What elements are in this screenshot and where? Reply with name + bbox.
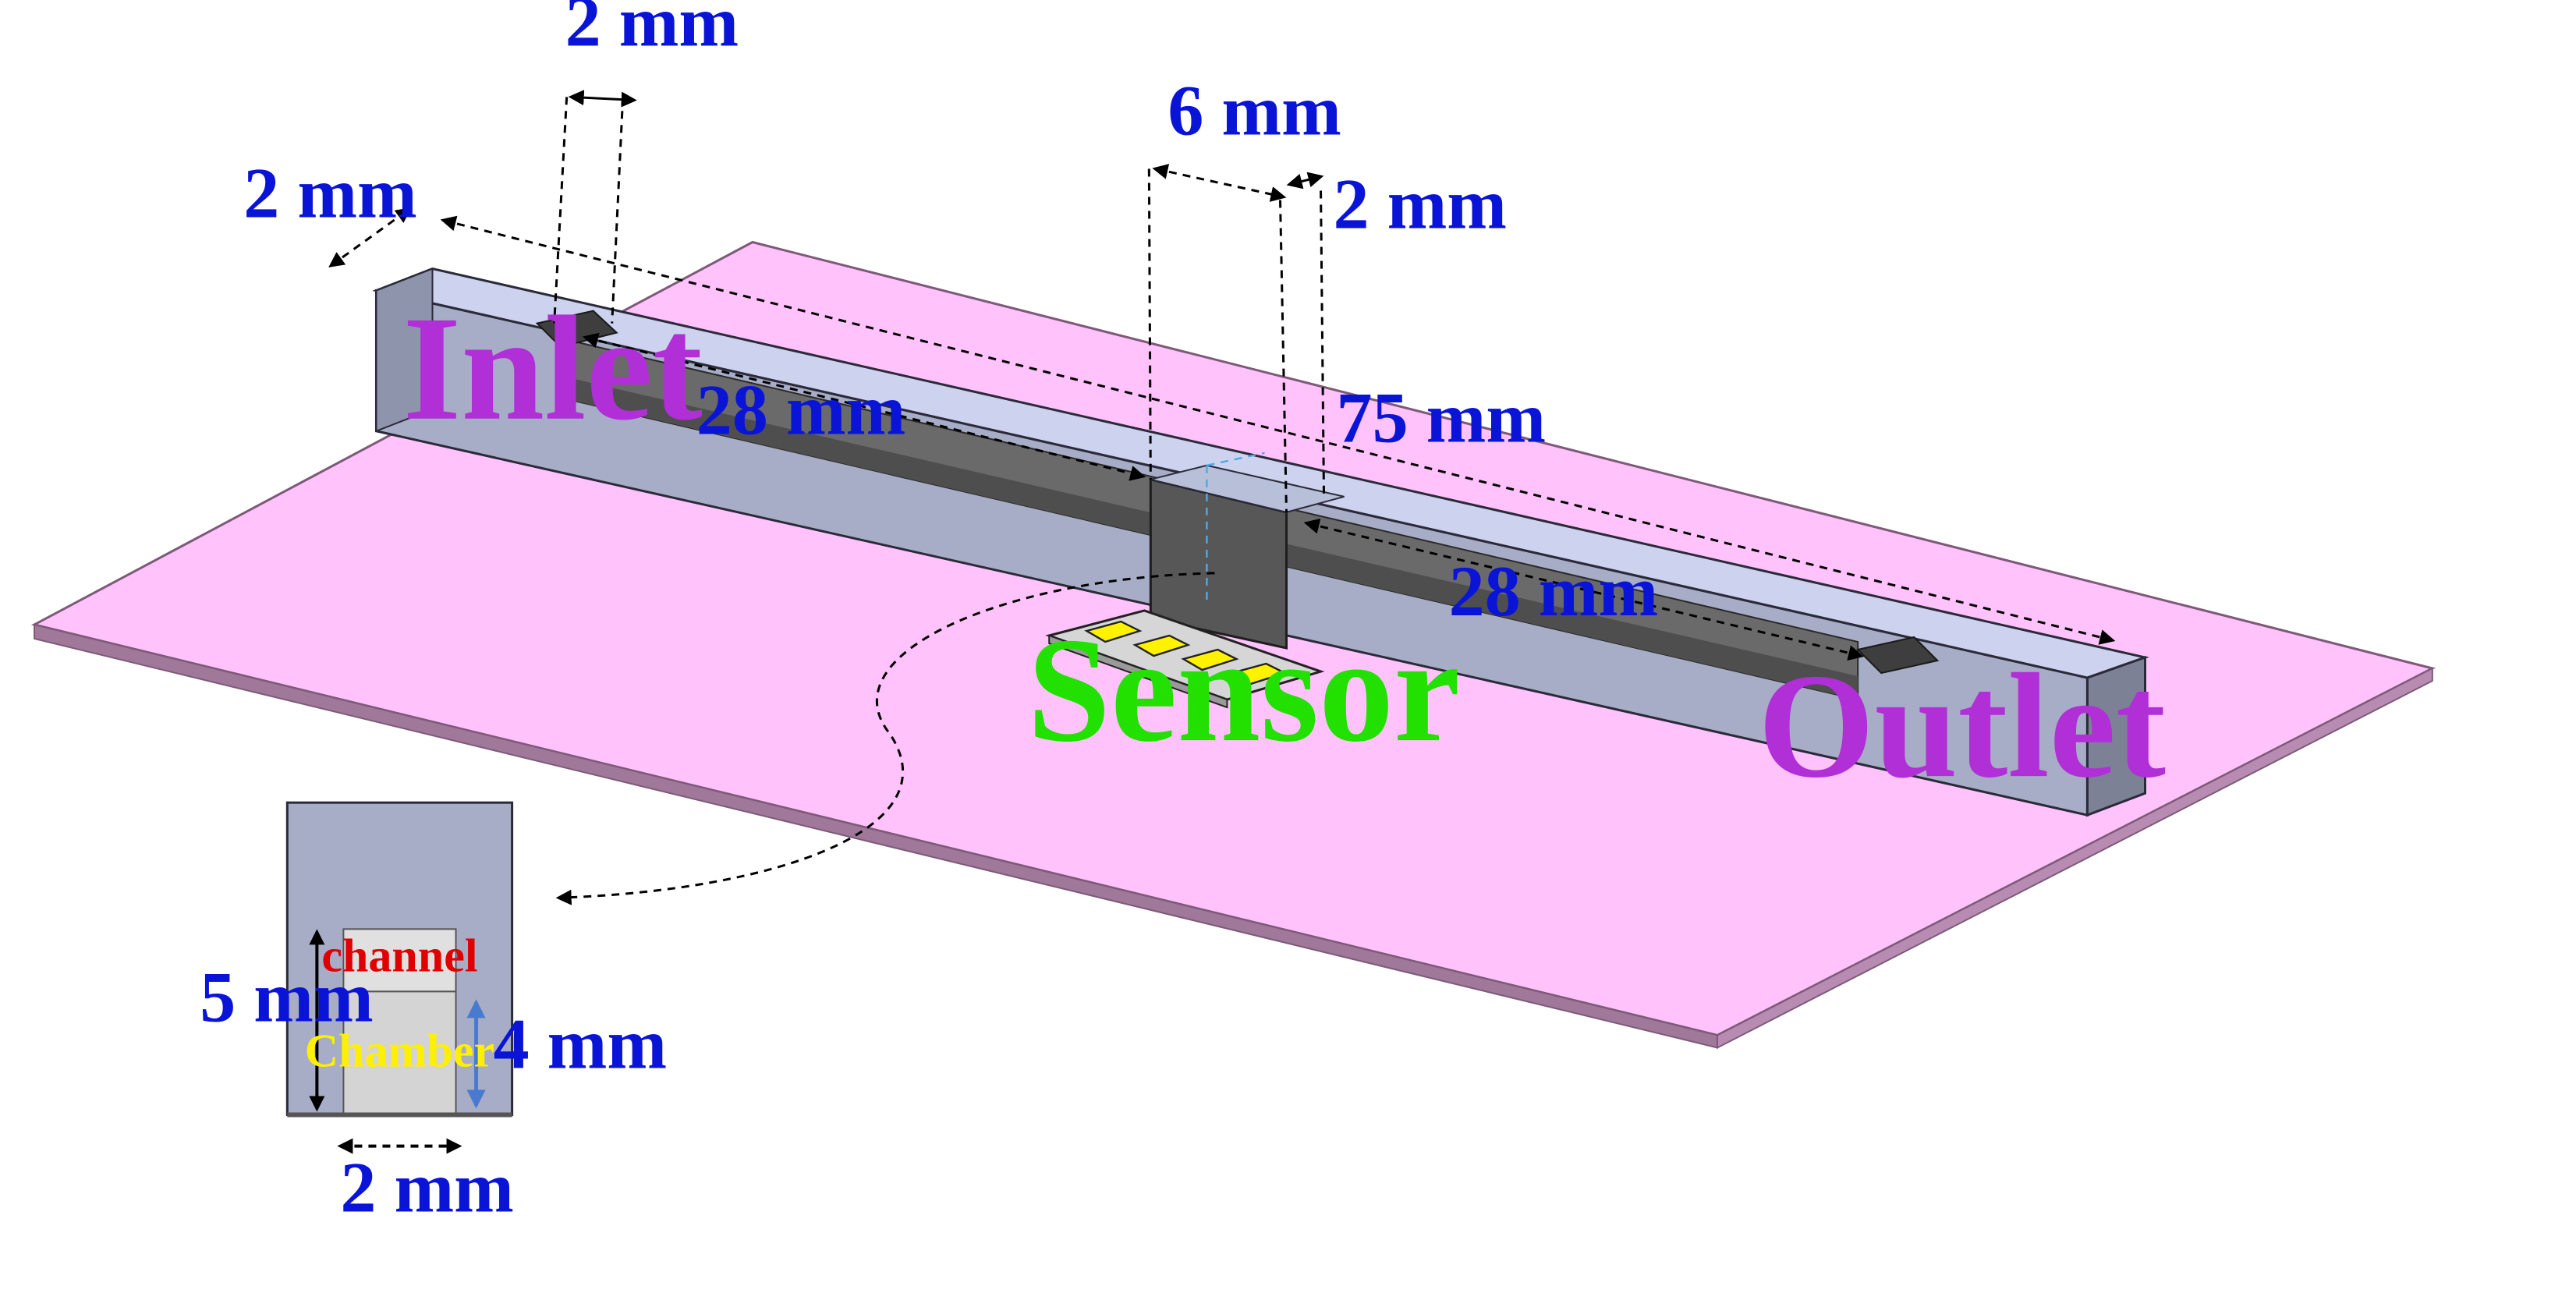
dim-chamber-length: 6 mm <box>1168 70 1341 150</box>
chamber-length-arrow <box>1152 164 1287 202</box>
port-width-arrow <box>568 90 637 108</box>
block-width-arrow <box>328 207 412 267</box>
outlet-label: Outlet <box>1758 643 2166 809</box>
dim-chamber-wall: 2 mm <box>1334 165 1507 244</box>
cross-section-leader <box>555 572 1215 905</box>
channel-label: channel <box>321 929 477 981</box>
chamber-wall-arrow <box>1286 172 1324 190</box>
dim-total-length: 75 mm <box>1337 378 1547 458</box>
sensor-pad-4 <box>1229 662 1288 685</box>
sensor-label: Sensor <box>1027 607 1460 773</box>
cross-section-channel <box>342 928 457 993</box>
dim-chamber-height: 4 mm <box>494 1004 667 1083</box>
inlet-label: Inlet <box>402 285 702 452</box>
dim-inlet-channel-length: 28 mm <box>696 370 906 450</box>
chamber-label: Chamber <box>305 1024 495 1076</box>
dimension-lines <box>328 90 2116 905</box>
dim-block-width: 2 mm <box>243 153 416 232</box>
cross-section-inset <box>285 801 514 1154</box>
labels: 2 mm 2 mm 6 mm 2 mm 28 mm 75 mm 28 mm 5 … <box>200 0 2166 1227</box>
inlet-channel-arrow <box>582 332 1146 481</box>
cross-section-chamber <box>342 990 457 1116</box>
outlet-channel-arrow <box>1303 518 1865 661</box>
dim-section-width: 2 mm <box>340 1148 513 1227</box>
dim-port-width: 2 mm <box>565 0 739 61</box>
dim-section-height: 5 mm <box>200 957 373 1036</box>
dim-outlet-channel-length: 28 mm <box>1449 551 1659 631</box>
sensor-pad-3 <box>1181 648 1239 671</box>
